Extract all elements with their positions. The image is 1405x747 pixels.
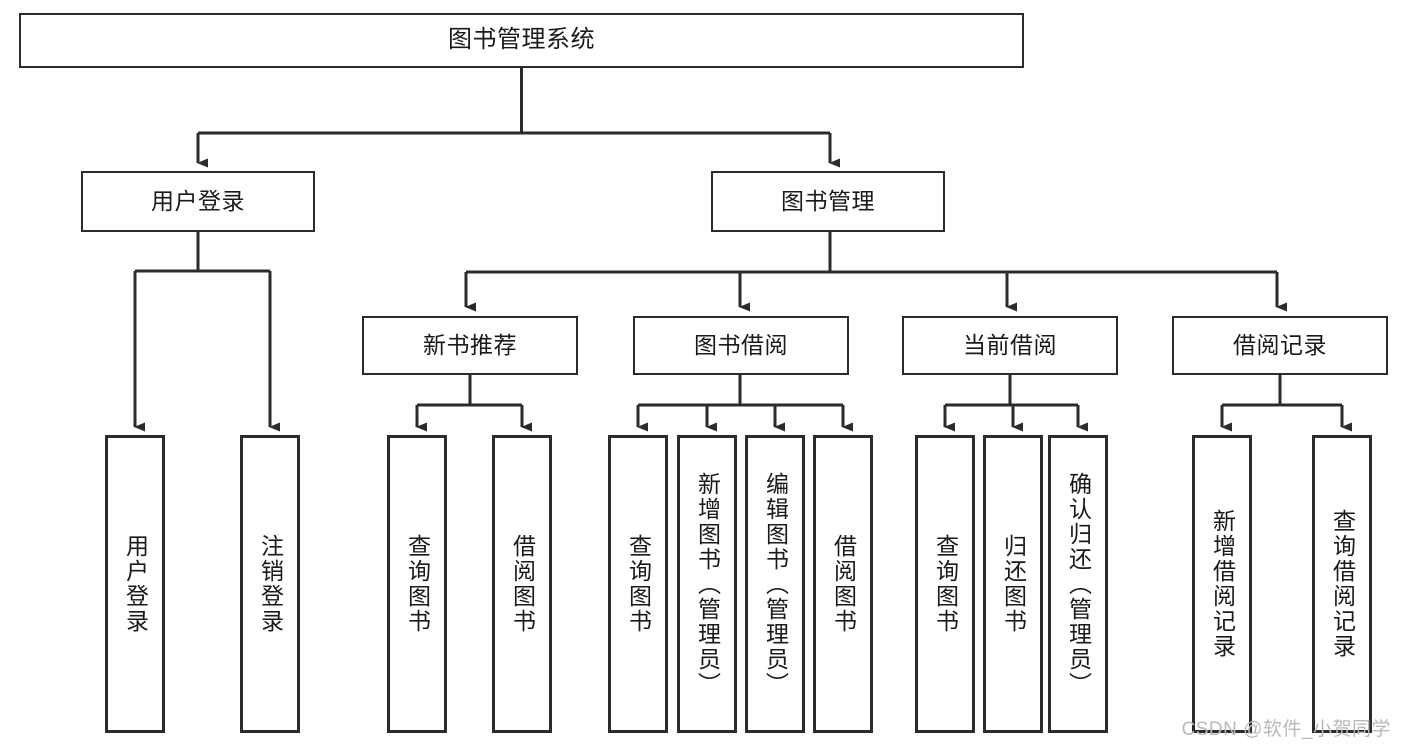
- node-book-manage-label: 图书管理: [781, 187, 875, 214]
- node-leaf-logout[interactable]: 注销登录: [240, 435, 300, 733]
- node-leaf-query-book-1-label: 查询图书: [404, 534, 431, 634]
- node-leaf-query-book-2-label: 查询图书: [625, 534, 652, 634]
- node-book-borrow[interactable]: 图书借阅: [633, 316, 849, 375]
- node-user-login-label: 用户登录: [151, 187, 245, 214]
- node-leaf-logout-label: 注销登录: [257, 534, 284, 634]
- node-leaf-add-record-label: 新增借阅记录: [1209, 509, 1236, 659]
- node-leaf-add-record[interactable]: 新增借阅记录: [1192, 435, 1252, 733]
- node-leaf-query-book-1[interactable]: 查询图书: [387, 435, 447, 733]
- node-book-borrow-label: 图书借阅: [694, 331, 788, 358]
- node-user-login[interactable]: 用户登录: [81, 171, 315, 232]
- node-leaf-confirm-return-admin[interactable]: 确认归还（管理员）: [1048, 435, 1108, 733]
- node-leaf-user-login[interactable]: 用户登录: [105, 435, 165, 733]
- node-leaf-add-book-admin-label: 新增图书（管理员）: [694, 471, 721, 697]
- node-leaf-query-record-label: 查询借阅记录: [1329, 509, 1356, 659]
- watermark-text: CSDN @软件_小贺同学: [1181, 719, 1391, 740]
- node-borrow-record-label: 借阅记录: [1233, 331, 1327, 358]
- node-leaf-query-book-2[interactable]: 查询图书: [608, 435, 668, 733]
- node-leaf-borrow-book-2[interactable]: 借阅图书: [813, 435, 873, 733]
- node-borrow-record[interactable]: 借阅记录: [1172, 316, 1388, 375]
- node-new-book-rec-label: 新书推荐: [423, 331, 517, 358]
- node-leaf-user-login-label: 用户登录: [122, 534, 149, 634]
- node-leaf-query-record[interactable]: 查询借阅记录: [1312, 435, 1372, 733]
- node-leaf-edit-book-admin-label: 编辑图书（管理员）: [762, 471, 789, 697]
- node-leaf-edit-book-admin[interactable]: 编辑图书（管理员）: [745, 435, 805, 733]
- node-current-borrow[interactable]: 当前借阅: [902, 316, 1118, 375]
- node-root-label: 图书管理系统: [448, 26, 595, 54]
- node-leaf-return-book[interactable]: 归还图书: [983, 435, 1043, 733]
- node-leaf-confirm-return-admin-label: 确认归还（管理员）: [1065, 471, 1092, 697]
- node-leaf-query-book-3[interactable]: 查询图书: [915, 435, 975, 733]
- node-leaf-add-book-admin[interactable]: 新增图书（管理员）: [677, 435, 737, 733]
- node-book-manage[interactable]: 图书管理: [711, 171, 945, 232]
- node-leaf-borrow-book-1[interactable]: 借阅图书: [492, 435, 552, 733]
- node-current-borrow-label: 当前借阅: [963, 331, 1057, 358]
- node-leaf-borrow-book-2-label: 借阅图书: [830, 534, 857, 634]
- node-leaf-query-book-3-label: 查询图书: [932, 534, 959, 634]
- node-leaf-borrow-book-1-label: 借阅图书: [509, 534, 536, 634]
- node-new-book-rec[interactable]: 新书推荐: [362, 316, 578, 375]
- node-root[interactable]: 图书管理系统: [19, 13, 1024, 68]
- node-leaf-return-book-label: 归还图书: [1000, 534, 1027, 634]
